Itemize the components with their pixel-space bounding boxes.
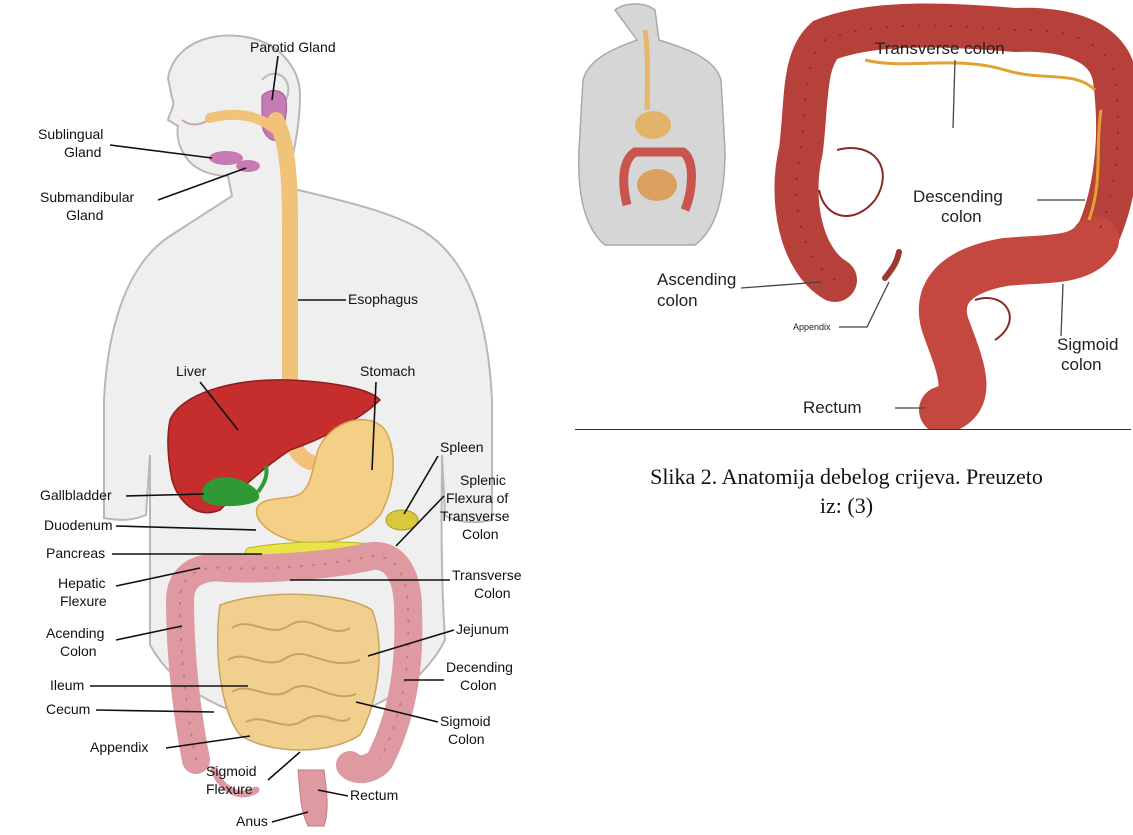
label-acending-text-1: Acending (46, 625, 104, 641)
label-descending-colon: Descending colon (913, 187, 1085, 226)
label-sigmoid-colon-text-1: Sigmoid (440, 713, 491, 729)
label-hepatic-text-2: Flexure (60, 593, 107, 609)
label-transverse-colon-right-text: Transverse colon (875, 39, 1005, 58)
label-rectum: Rectum (318, 787, 398, 803)
figure-divider (575, 429, 1131, 430)
label-hepatic-text-1: Hepatic (58, 575, 105, 591)
label-sigmoid-colon-right: Sigmoid colon (1057, 284, 1118, 374)
label-splenic-text-3: Transverse (440, 508, 510, 524)
label-duodenum-text: Duodenum (44, 517, 113, 533)
label-acending-text-2: Colon (60, 643, 97, 659)
label-submandibular-text-2: Gland (66, 207, 103, 223)
small-intestine (218, 594, 379, 750)
label-descending-text-1: Descending (913, 187, 1003, 206)
label-decending-text-1: Decending (446, 659, 513, 675)
label-pancreas-text: Pancreas (46, 545, 105, 561)
label-rectum-text: Rectum (350, 787, 398, 803)
label-splenic-text-4: Colon (462, 526, 499, 542)
label-transverse-text-2: Colon (474, 585, 511, 601)
digestive-system-figure: Parotid Gland Sublingual Gland Submandib… (0, 0, 560, 830)
label-anus-text: Anus (236, 813, 268, 829)
label-splenic-text-2: Flexura of (446, 490, 508, 506)
label-anus: Anus (236, 812, 308, 829)
label-liver-text: Liver (176, 363, 207, 379)
label-sigmoid-right-text-1: Sigmoid (1057, 335, 1118, 354)
label-spleen-text: Spleen (440, 439, 484, 455)
large-intestine-diagram: Transverse colon Descending colon Ascend… (575, 0, 1133, 430)
label-sigmoid-flexure-text-1: Sigmoid (206, 763, 257, 779)
label-rectum-right: Rectum (803, 398, 925, 417)
label-sigmoid-right-text-2: colon (1061, 355, 1102, 374)
label-sublingual-text-1: Sublingual (38, 126, 103, 142)
label-transverse-colon-right: Transverse colon (875, 39, 1005, 128)
label-ileum-text: Ileum (50, 677, 84, 693)
label-sigmoid-colon-text-2: Colon (448, 731, 485, 747)
label-appendix: Appendix (90, 736, 250, 755)
label-cecum-text: Cecum (46, 701, 90, 717)
label-descending-text-2: colon (941, 207, 982, 226)
label-gallbladder-text: Gallbladder (40, 487, 112, 503)
torso-thumbnail (579, 4, 725, 245)
label-appendix-text: Appendix (90, 739, 148, 755)
label-parotid-text: Parotid Gland (250, 39, 336, 55)
rectum (298, 770, 327, 826)
label-esophagus-text: Esophagus (348, 291, 418, 307)
digestive-system-diagram: Parotid Gland Sublingual Gland Submandib… (0, 0, 560, 830)
label-stomach-text: Stomach (360, 363, 415, 379)
large-intestine-figure: Transverse colon Descending colon Ascend… (575, 0, 1133, 430)
label-submandibular-text-1: Submandibular (40, 189, 135, 205)
label-ascending-text-2: colon (657, 291, 698, 310)
caption-line-2: iz: (3) (560, 491, 1133, 520)
figure-caption: Slika 2. Anatomija debelog crijeva. Preu… (560, 462, 1133, 520)
label-appendix-right-text: Appendix (793, 322, 831, 332)
label-transverse-text-1: Transverse (452, 567, 522, 583)
caption-line-1: Slika 2. Anatomija debelog crijeva. Preu… (560, 462, 1133, 491)
label-ascending-text-1: Ascending (657, 270, 736, 289)
label-splenic-text-1: Splenic (460, 472, 506, 488)
label-rectum-right-text: Rectum (803, 398, 862, 417)
label-sublingual-text-2: Gland (64, 144, 101, 160)
label-jejunum-text: Jejunum (456, 621, 509, 637)
label-decending-text-2: Colon (460, 677, 497, 693)
label-sigmoid-flexure-text-2: Flexure (206, 781, 253, 797)
label-ascending-colon: Ascending colon (657, 270, 821, 310)
